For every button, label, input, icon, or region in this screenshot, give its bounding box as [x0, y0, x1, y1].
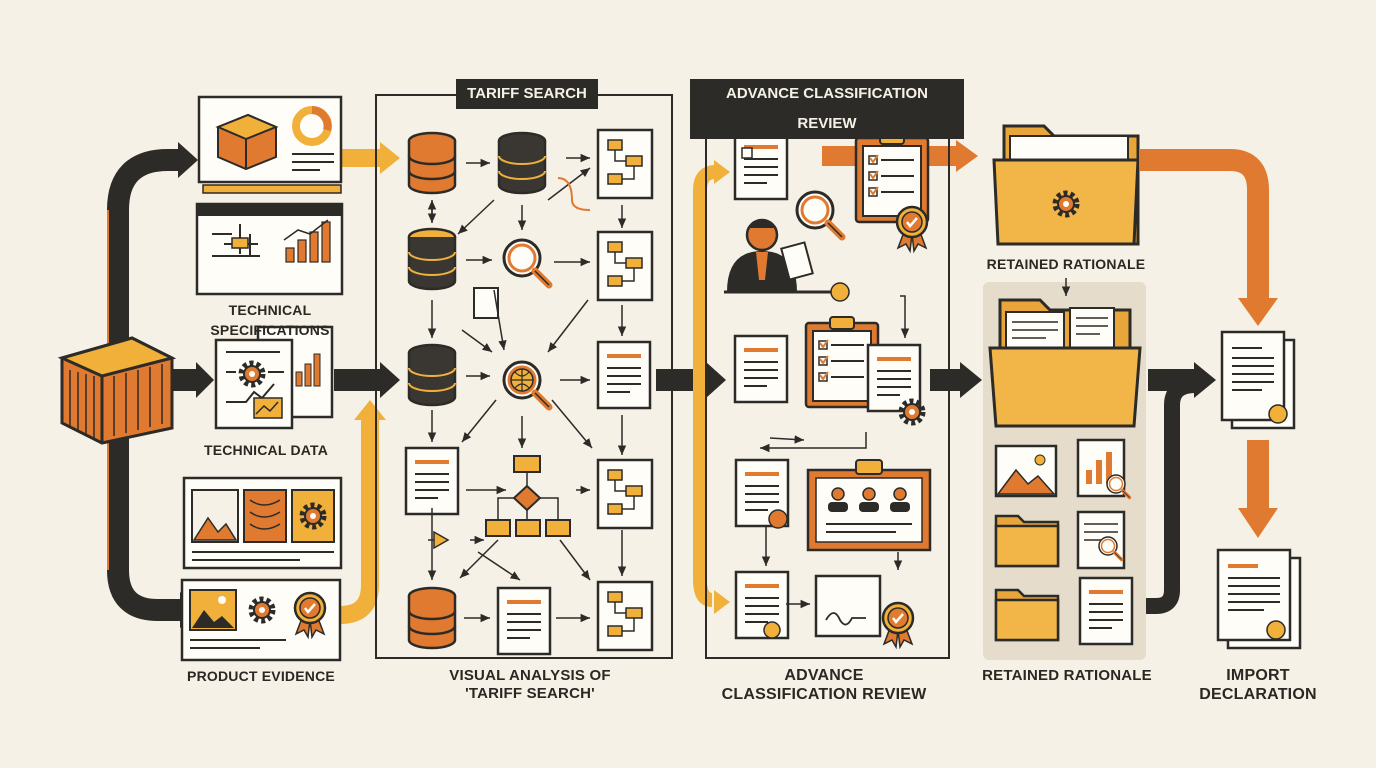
- award-seal-icon: [895, 205, 929, 253]
- decision-tree: [428, 455, 571, 550]
- import-label-line2: DECLARATION: [1199, 686, 1317, 703]
- product-evidence-label: PRODUCT EVIDENCE: [187, 668, 335, 684]
- visual-analysis-label-line2: 'TARIFF SEARCH': [465, 685, 595, 702]
- advance-review-header: ADVANCE CLASSIFICATION REVIEW: [690, 79, 964, 139]
- database-icon: [407, 227, 457, 291]
- advance-label-line1: ADVANCE: [784, 667, 864, 684]
- visual-analysis-label-line1: VISUAL ANALYSIS OF: [449, 667, 611, 684]
- bar-chart-icon: [283, 219, 331, 263]
- reviewer-person-icon: [726, 218, 814, 293]
- document-icon: [596, 340, 652, 410]
- folder-icon: [994, 588, 1060, 642]
- advance-label-line2: CLASSIFICATION REVIEW: [721, 686, 927, 703]
- magnifier-icon: [504, 240, 549, 285]
- retained-rationale-top-label: RETAINED RATIONALE: [986, 256, 1146, 272]
- retained-rationale-top: [992, 124, 1140, 246]
- flowchart-icon: [596, 580, 654, 652]
- product-evidence-group: [180, 476, 343, 662]
- database-icon: [407, 343, 457, 407]
- document-icon: [404, 446, 460, 516]
- document-icon: [1078, 576, 1134, 646]
- tariff-search-header: TARIFF SEARCH: [456, 79, 598, 109]
- document-icon: [496, 586, 552, 656]
- flowchart-icon: [596, 128, 654, 200]
- bar-chart-icon: [295, 353, 321, 387]
- advance-review-panel: [705, 109, 950, 659]
- database-icon: [497, 131, 547, 195]
- folder-icon: [994, 514, 1060, 568]
- flowchart-icon: [596, 230, 654, 302]
- magnifier-icon: [797, 192, 842, 237]
- box-icon: [215, 113, 279, 171]
- technical-data-group: [214, 325, 334, 430]
- technical-specifications-group: [195, 95, 344, 296]
- flowchart-icon: [596, 458, 654, 530]
- tariff-search-panel: [375, 94, 673, 659]
- reviewers-board: [806, 459, 932, 552]
- import-declaration-group: [1216, 330, 1302, 650]
- document-icon: [733, 131, 789, 201]
- database-icon: [407, 586, 457, 650]
- checkmark-seal-icon: [881, 601, 915, 649]
- import-label-line1: IMPORT: [1226, 667, 1290, 684]
- shipping-container-icon: [57, 336, 177, 445]
- retained-rationale-panel: [983, 278, 1146, 660]
- technical-specifications-label: TECHNICAL SPECIFICATIONS: [210, 302, 330, 338]
- flow-bands: [107, 140, 1278, 628]
- database-icon: [407, 131, 457, 195]
- retained-rationale-bottom-label: RETAINED RATIONALE: [982, 667, 1152, 684]
- globe-icon: [504, 362, 549, 407]
- document-icon: [733, 334, 789, 404]
- technical-data-label: TECHNICAL DATA: [203, 442, 329, 458]
